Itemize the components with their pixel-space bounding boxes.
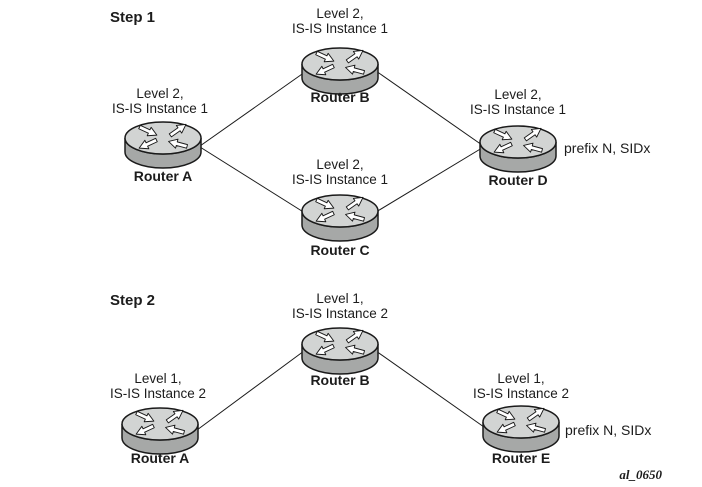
router-name-step1-c: Router C: [310, 242, 370, 258]
router-name-step2-e: Router E: [491, 450, 551, 466]
link-step1-a-b: [199, 71, 306, 147]
link-step1-a-c: [199, 146, 306, 214]
step2-label: Step 2: [110, 292, 156, 309]
router-name-step2-b: Router B: [310, 372, 370, 388]
router-icon-step2-b: [302, 327, 378, 374]
figure-id: al_0650: [619, 467, 662, 482]
link-step1-b-d: [375, 70, 483, 146]
router-icon-step2-a: [122, 407, 198, 454]
router-name-step1-a: Router A: [133, 168, 193, 184]
router-icon-step1-c: [302, 194, 378, 241]
prefix-label-step1: prefix N, SIDx: [564, 140, 651, 156]
router-annotation-step2-b: Level 1, IS-IS Instance 2: [291, 291, 389, 321]
router-icon-step1-d: [480, 125, 556, 172]
router-name-step1-b: Router B: [310, 89, 370, 105]
step1-label: Step 1: [110, 9, 156, 26]
link-step2-a-b: [196, 350, 305, 431]
link-step2-b-e: [375, 350, 485, 428]
router-name-step2-a: Router A: [130, 450, 190, 466]
router-annotation-step1-d: Level 2, IS-IS Instance 1: [469, 87, 567, 117]
router-icon-step1-a: [125, 121, 201, 168]
router-annotation-step1-c: Level 2, IS-IS Instance 1: [291, 157, 389, 187]
router-annotation-step1-a: Level 2, IS-IS Instance 1: [111, 86, 209, 116]
prefix-label-step2: prefix N, SIDx: [565, 422, 652, 438]
link-step1-c-d: [375, 147, 483, 213]
router-name-step1-d: Router D: [488, 172, 548, 188]
router-icon-step1-b: [302, 47, 378, 94]
router-annotation-step1-b: Level 2, IS-IS Instance 1: [291, 6, 389, 36]
router-annotation-step2-a: Level 1, IS-IS Instance 2: [109, 371, 207, 401]
router-icon-step2-e: [483, 405, 559, 452]
router-annotation-step2-e: Level 1, IS-IS Instance 2: [472, 371, 570, 401]
